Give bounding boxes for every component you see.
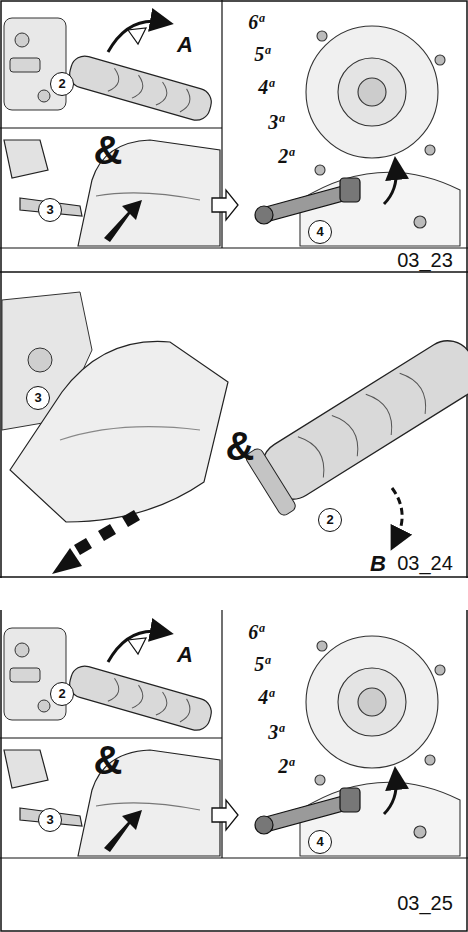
rider-boot [4,140,48,178]
figure-number: 03_23 [397,250,453,270]
figure-number: 03_24 [397,553,453,573]
rotation-arrow [392,488,402,540]
gear-number: 4ª [258,687,273,707]
gear-number: 5ª [254,654,269,674]
release-arrow [74,538,92,555]
subpanel-lines [0,127,222,128]
callout-number: 4 [308,830,332,854]
release-arrow [52,510,140,574]
rider-boot [96,193,200,200]
callout-number: 3 [38,808,62,832]
engine-case [338,58,406,126]
handlebar-switch [4,18,66,110]
engine-case [300,172,460,246]
gear-number: 3ª [268,112,283,132]
callout-number: 2 [50,682,74,706]
figure-number: 03_25 [397,893,453,913]
and-sign: & [226,426,255,466]
rotation-arrow [108,21,162,52]
direction-letter: A [177,644,193,666]
handlebar-switch [4,18,66,110]
engine-case [358,78,386,106]
shift-down-panel [2,292,468,574]
gear-lever [255,178,360,224]
panel-gap [0,578,468,610]
push-arrow [104,200,142,242]
gear-number: 2ª [278,756,293,776]
rider-boot [10,341,228,522]
callout-number: 4 [308,220,332,244]
gear-number: 4ª [258,77,273,97]
rider-boot [60,427,200,440]
gear-lever [340,178,360,202]
pedal-housing [28,348,52,372]
gear-number: 6ª [248,12,263,32]
rotation-arrow [108,21,162,52]
frame-lines [0,576,468,578]
release-arrow [52,548,82,574]
engine-case [315,165,325,175]
handlebar-switch [38,90,50,102]
engine-case [317,31,327,41]
gear-lever [255,206,273,224]
throttle-grip [66,53,214,124]
subpanel-lines [0,0,468,248]
release-arrow [98,524,116,541]
throttle-grip [66,53,214,124]
frame-lines [0,271,468,273]
gear-number: 2ª [278,146,293,166]
handlebar-switch [15,33,29,47]
shift-up-panel [0,0,468,248]
gear-number: 3ª [268,722,283,742]
engine-case [300,26,460,246]
engine-case [306,26,438,158]
callout-number: 3 [26,386,50,410]
engine-case [414,216,426,228]
callout-number: 3 [38,198,62,222]
lift-arrow [384,168,396,204]
sequence-arrow [212,190,238,220]
throttle-grip [252,331,468,509]
release-arrow [122,510,140,527]
gear-number: 5ª [254,44,269,64]
handlebar-switch [10,58,40,72]
subpanel-lines [0,247,468,248]
throttle-grip [244,326,468,517]
rider-boot [10,341,228,522]
engine-case [425,145,435,155]
shift-up-panel-repeat [0,610,468,858]
engine-case [435,55,445,65]
direction-letter: A [177,34,193,56]
callout-number: 2 [318,508,342,532]
and-sign: & [94,130,123,170]
throttle-grip [108,68,193,114]
direction-letter: B [370,553,386,575]
gear-number: 6ª [248,622,263,642]
and-sign: & [94,740,123,780]
rotation-arrow [128,28,146,44]
callout-number: 2 [50,72,74,96]
throttle-grip [298,368,434,478]
